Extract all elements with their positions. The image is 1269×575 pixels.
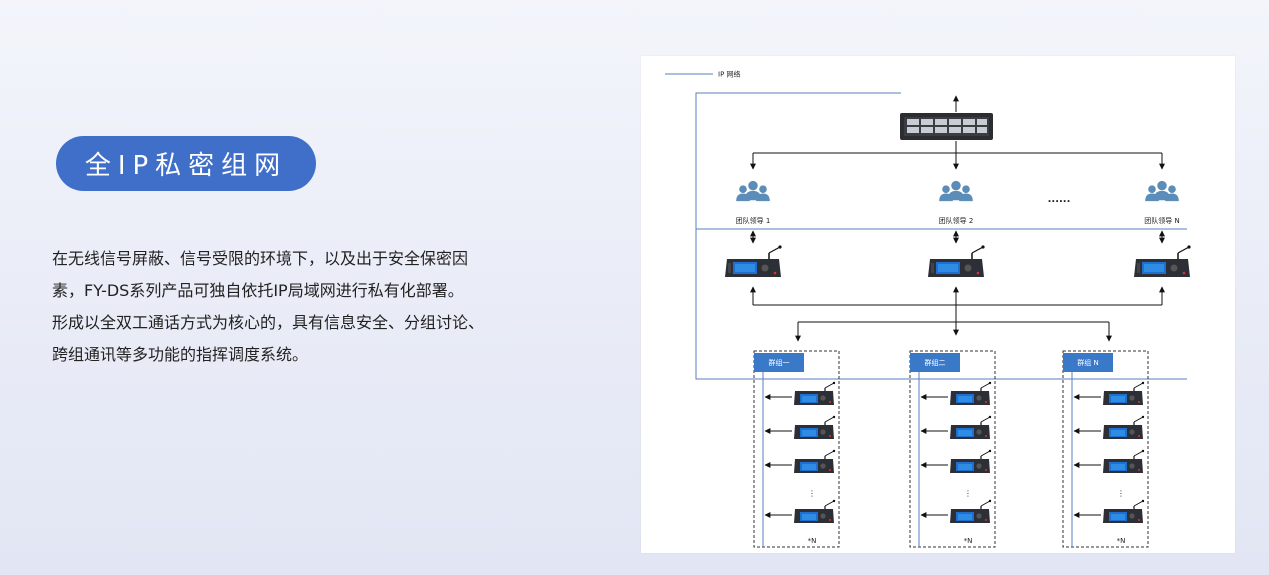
terminal-console-icon: [1102, 449, 1145, 474]
terminal-console-icon: [1102, 499, 1145, 524]
group-tag: [754, 353, 804, 372]
leader-label: 团队领导 2: [939, 216, 974, 225]
people-icon: [736, 181, 770, 201]
network-diagram: IP 网络 团队领导 1 团队领导 2 团队领: [665, 70, 1192, 548]
groups: 群组一 ⋮ *N 群组二 ⋮ *N 群组 N ⋮ *N: [753, 350, 1149, 548]
group-label: 群组 N: [1077, 358, 1098, 367]
leader-label: 团队领导 1: [736, 216, 771, 225]
ip-network-line: [695, 92, 1187, 380]
leader-ellipsis: ......: [1048, 194, 1071, 205]
title-badge: 全IP私密组网: [56, 136, 316, 191]
people-icon: [1145, 181, 1179, 201]
group-box: [909, 350, 996, 548]
description-line: 跨组通讯等多功能的指挥调度系统。: [52, 345, 309, 364]
terminal-console-icon: [793, 499, 836, 524]
server-icon: [900, 113, 993, 140]
terminal-multiplier: *N: [964, 537, 973, 545]
terminal-console-icon: [793, 415, 836, 440]
group-label: 群组二: [925, 358, 946, 367]
group-label: 群组一: [769, 358, 790, 367]
group-box: [753, 350, 840, 548]
description-line: 形成以全双工通话方式为核心的，具有信息安全、分组讨论、: [52, 313, 485, 332]
terminal-ellipsis: ⋮: [964, 489, 972, 498]
terminal-console-icon: [949, 415, 992, 440]
group-box: [1062, 350, 1149, 548]
terminal-ellipsis: ⋮: [1117, 489, 1125, 498]
dispatch-console-icon: [927, 244, 986, 278]
terminal-console-icon: [793, 449, 836, 474]
group-tag: [1063, 353, 1113, 372]
terminal-console-icon: [793, 381, 836, 406]
dispatch-console-icon: [1133, 244, 1192, 278]
description-line: 素，FY-DS系列产品可独自依托IP局域网进行私有化部署。: [52, 281, 464, 300]
terminal-console-icon: [949, 381, 992, 406]
leader-label: 团队领导 N: [1144, 216, 1179, 225]
page-title: 全IP私密组网: [84, 151, 288, 181]
dispatch-console-icon: [724, 244, 783, 278]
terminal-console-icon: [949, 449, 992, 474]
legend-label: IP 网络: [718, 70, 741, 79]
terminal-console-icon: [1102, 381, 1145, 406]
terminal-console-icon: [949, 499, 992, 524]
terminal-multiplier: *N: [1117, 537, 1126, 545]
terminal-ellipsis: ⋮: [808, 489, 816, 498]
terminal-console-icon: [1102, 415, 1145, 440]
network-diagram-panel: IP 网络 团队领导 1 团队领导 2 团队领: [641, 56, 1235, 553]
terminal-multiplier: *N: [808, 537, 817, 545]
group-tag: [910, 353, 960, 372]
description: 在无线信号屏蔽、信号受限的环境下，以及出于安全保密因 素，FY-DS系列产品可独…: [52, 243, 532, 371]
people-icon: [939, 181, 973, 201]
description-line: 在无线信号屏蔽、信号受限的环境下，以及出于安全保密因: [52, 249, 469, 268]
